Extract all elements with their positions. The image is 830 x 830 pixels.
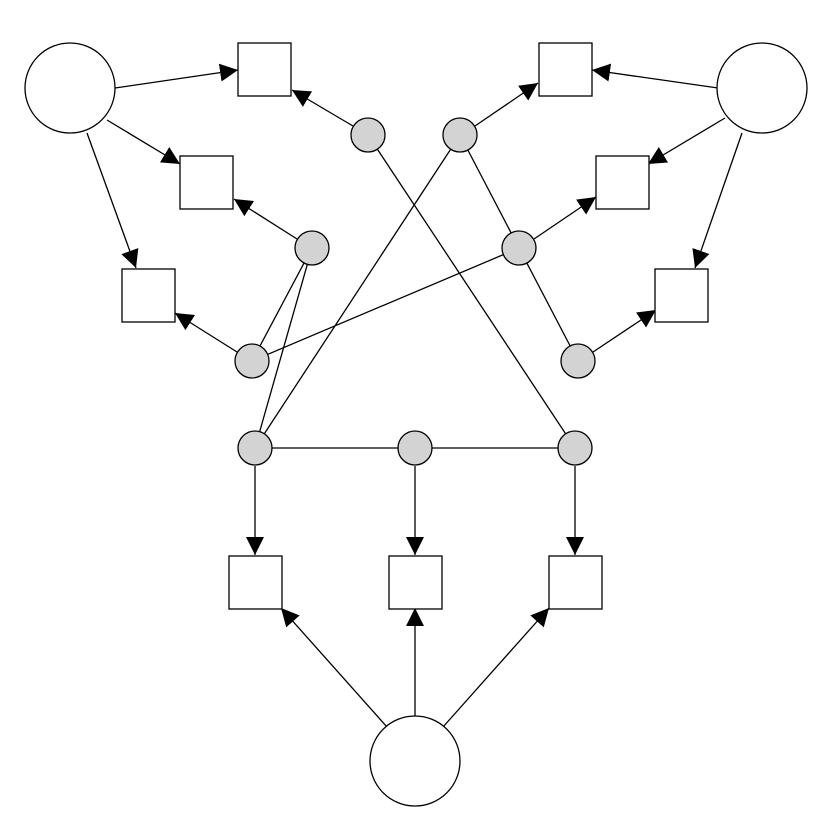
- arrow-dot-right-low-to-box-low-right: [592, 309, 657, 353]
- dot-left-mid: [294, 230, 330, 266]
- square-boxes: [121, 42, 709, 610]
- arrow-hub-top-right-to-box-low-right: [692, 132, 743, 269]
- hub-circle-top-left: [24, 42, 116, 134]
- line-dot-left-mid-to-dot-left-low: [251, 247, 313, 362]
- arrow-dot-top-left-to-box-top-left: [291, 89, 354, 127]
- arrow-hub-bottom-to-box-bottom-right: [442, 607, 550, 728]
- arrow-hub-top-left-to-box-top-left: [114, 63, 239, 89]
- arrow-hub-top-right-to-box-top-right: [591, 63, 719, 89]
- arrow-hub-top-left-to-box-low-left: [86, 132, 139, 269]
- hub-circles: [24, 42, 808, 807]
- dot-top-right: [442, 117, 478, 153]
- dot-right-low: [560, 343, 596, 379]
- box-mid-right: [595, 155, 650, 210]
- line-dot-top-left-to-dot-bottom-right: [367, 134, 576, 449]
- box-bottom-left: [228, 555, 283, 610]
- dot-left-low: [234, 343, 270, 379]
- arrow-hub-top-right-to-box-mid-right: [647, 117, 726, 165]
- line-dot-top-right-to-dot-right-mid: [459, 134, 520, 249]
- arrow-dot-left-low-to-box-low-left: [174, 312, 238, 353]
- box-low-left: [121, 268, 176, 323]
- line-dot-right-mid-to-dot-left-low: [251, 247, 520, 362]
- arrow-dot-right-mid-to-box-mid-right: [533, 196, 597, 240]
- hub-circle-top-right: [716, 42, 808, 134]
- line-dot-top-right-to-dot-bottom-left: [254, 134, 461, 449]
- box-mid-left: [179, 155, 234, 210]
- line-dot-right-mid-to-dot-right-low: [518, 247, 579, 362]
- arrow-dot-left-mid-to-box-mid-left: [233, 198, 298, 240]
- dot-top-left: [350, 117, 386, 153]
- small-dots: [234, 117, 596, 466]
- dot-right-mid: [501, 230, 537, 266]
- undirected-edges: [251, 134, 579, 449]
- arrow-dot-top-right-to-box-top-right: [474, 82, 539, 127]
- arrow-hub-bottom-to-box-bottom-left: [280, 607, 388, 728]
- dot-bottom-right: [557, 430, 593, 466]
- box-top-right: [538, 42, 593, 97]
- box-low-right: [654, 268, 709, 323]
- hub-circle-bottom: [369, 715, 461, 807]
- box-bottom-center: [388, 555, 443, 610]
- dot-bottom-center: [397, 430, 433, 466]
- box-top-left: [237, 42, 292, 97]
- directed-edges: [86, 63, 743, 728]
- line-dot-left-mid-to-dot-bottom-left: [254, 247, 313, 449]
- arrow-hub-top-left-to-box-mid-left: [106, 119, 181, 165]
- dot-bottom-left: [237, 430, 273, 466]
- box-bottom-right: [548, 555, 603, 610]
